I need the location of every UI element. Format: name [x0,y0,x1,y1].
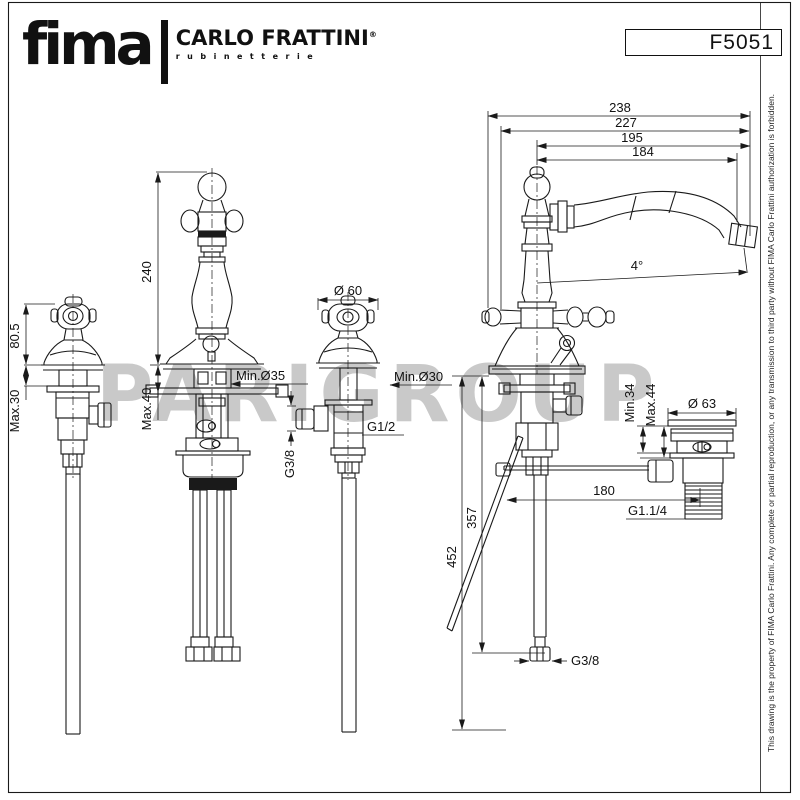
rubinetterie-tagline: rubinetterie [175,52,321,61]
dim-label-195: 195 [621,130,643,145]
dim-label-max44: Max.44 [643,384,658,427]
dim-label-227: 227 [615,115,637,130]
dim-label-max40: Max.40 [139,388,154,431]
model-number-box: F5051 [625,29,782,56]
copyright-disclaimer: This drawing is the property of FIMA Car… [766,93,776,753]
dim-label-g114: G1.1/4 [628,503,667,518]
dim-label-min-dia30: Min.Ø30 [394,369,443,384]
view-handle-valve [295,292,380,733]
view4-dimensions: 238 227 195 184 4° 452 357 180 G3/8 [444,100,751,731]
dim-label-max30: Max.30 [7,390,22,433]
dim-label-g38-outlet: G3/8 [282,450,297,478]
view1-dimensions: 80.5 Max.30 [7,303,55,433]
view5-dimensions: Ø 63 Min.34 Max.44 G1.1/4 [622,383,737,520]
dim-label-dia60: Ø 60 [334,283,362,298]
dim-label-g12: G1/2 [367,419,395,434]
view-pop-up-drain [647,419,737,520]
dim-label-240: 240 [139,261,154,283]
view-column-with-drain [145,168,289,662]
carlo-frattini-wordmark: CARLO FRATTINI® [175,26,377,50]
dim-label-180: 180 [593,483,615,498]
dim-label-452: 452 [444,546,459,568]
page-border [7,1,792,794]
view2-dimensions: 240 Max.40 Min.Ø35 [139,171,308,431]
dim-label-dia63: Ø 63 [688,396,716,411]
view3-dimensions: Ø 60 G3/8 Min.Ø30 G1/2 [282,283,452,478]
model-number: F5051 [709,30,774,54]
view-faucet-side [446,166,759,662]
dim-label-238: 238 [609,100,631,115]
view-shutoff-valve [41,294,112,735]
fima-wordmark: fima [22,10,155,78]
dim-label-min-dia35: Min.Ø35 [236,368,285,383]
brand-logo: fima CARLO FRATTINI® rubinetterie [22,12,377,84]
dim-label-min34: Min.34 [622,383,637,422]
logo-divider-bar [160,20,168,84]
dim-label-357: 357 [464,507,479,529]
registered-mark: ® [368,30,377,39]
dim-label-80-5: 80.5 [7,323,22,348]
dim-label-angle4: 4° [631,258,643,273]
dim-label-184: 184 [632,144,654,159]
dim-label-g38-supply: G3/8 [571,653,599,668]
